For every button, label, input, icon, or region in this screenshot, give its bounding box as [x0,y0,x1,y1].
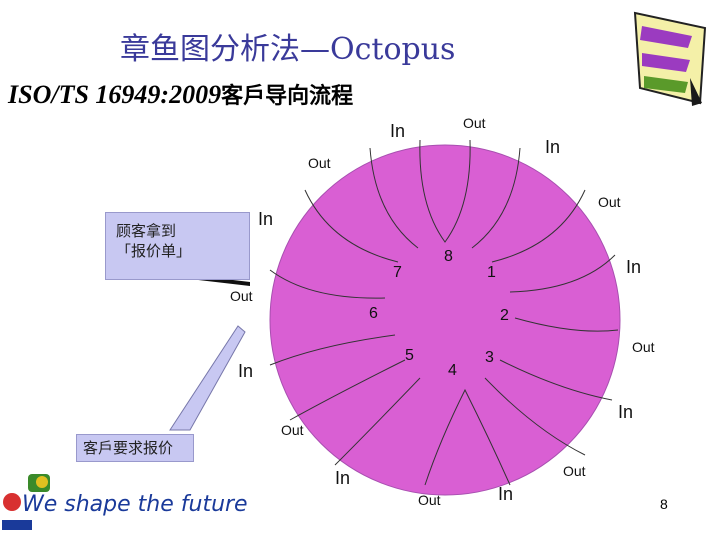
inner-number: 4 [448,362,457,379]
tentacle-arc [499,359,613,401]
quote-callout: 顾客拿到 「报价单」 [105,212,250,280]
tentacle-arc [334,377,421,466]
tentacle-arc [424,388,511,486]
out-label: Out [418,492,441,508]
tentacle-arc [369,147,419,249]
in-label: In [626,257,641,277]
in-label: In [238,361,253,381]
inner-number: 5 [405,347,414,364]
tentacle-arc [491,189,586,263]
out-label: Out [632,339,655,355]
out-label: Out [563,463,586,479]
out-label: Out [463,115,486,131]
company-logo-icon [2,474,50,530]
page-number: 8 [660,496,668,512]
inner-number: 8 [444,248,453,265]
inner-numbers: 8 7 1 6 2 5 4 3 [369,248,509,379]
tentacle-arc [484,377,586,456]
out-label: Out [281,422,304,438]
in-label: In [335,468,350,488]
quote-callout-text: 顾客拿到 「报价单」 [116,222,192,260]
inner-number: 7 [393,264,402,281]
in-label: In [545,137,560,157]
tentacle-arc [509,254,616,293]
tentacle-arc [269,334,396,366]
page-title: 章鱼图分析法—Octopus [120,32,456,67]
octopus-body [269,144,621,496]
tentacle-arc [514,317,619,332]
tentacle-labels: In Out In Out Out In In Out Out In In Ou… [230,115,655,508]
inner-number: 2 [500,307,509,324]
tentacle-arc [304,189,399,263]
out-label: Out [230,288,253,304]
in-label: In [390,121,405,141]
page-subtitle: ISO/TS 16949:2009客戶导向流程 [8,78,353,110]
tentacle-arc [419,139,471,243]
subtitle-standard: ISO/TS 16949:2009 [8,80,222,109]
tentacle-arc [471,147,521,249]
inner-number: 6 [369,305,378,322]
subtitle-process: 客戶导向流程 [221,84,354,109]
request-callout: 客戶要求报价 [76,434,194,462]
out-label: Out [308,155,331,171]
corner-decoration-icon [633,11,707,106]
in-label: In [258,209,273,229]
in-label: In [618,402,633,422]
inner-number: 3 [485,349,494,366]
in-label: In [498,484,513,504]
request-arrow [169,325,246,431]
out-label: Out [598,194,621,210]
tentacle-arc [269,269,386,299]
tentacle-arc [289,359,406,421]
inner-number: 1 [487,264,496,281]
request-callout-text: 客戶要求报价 [83,439,174,457]
logo-tagline: We shape the future [22,492,248,517]
tentacle-arcs [269,139,619,486]
